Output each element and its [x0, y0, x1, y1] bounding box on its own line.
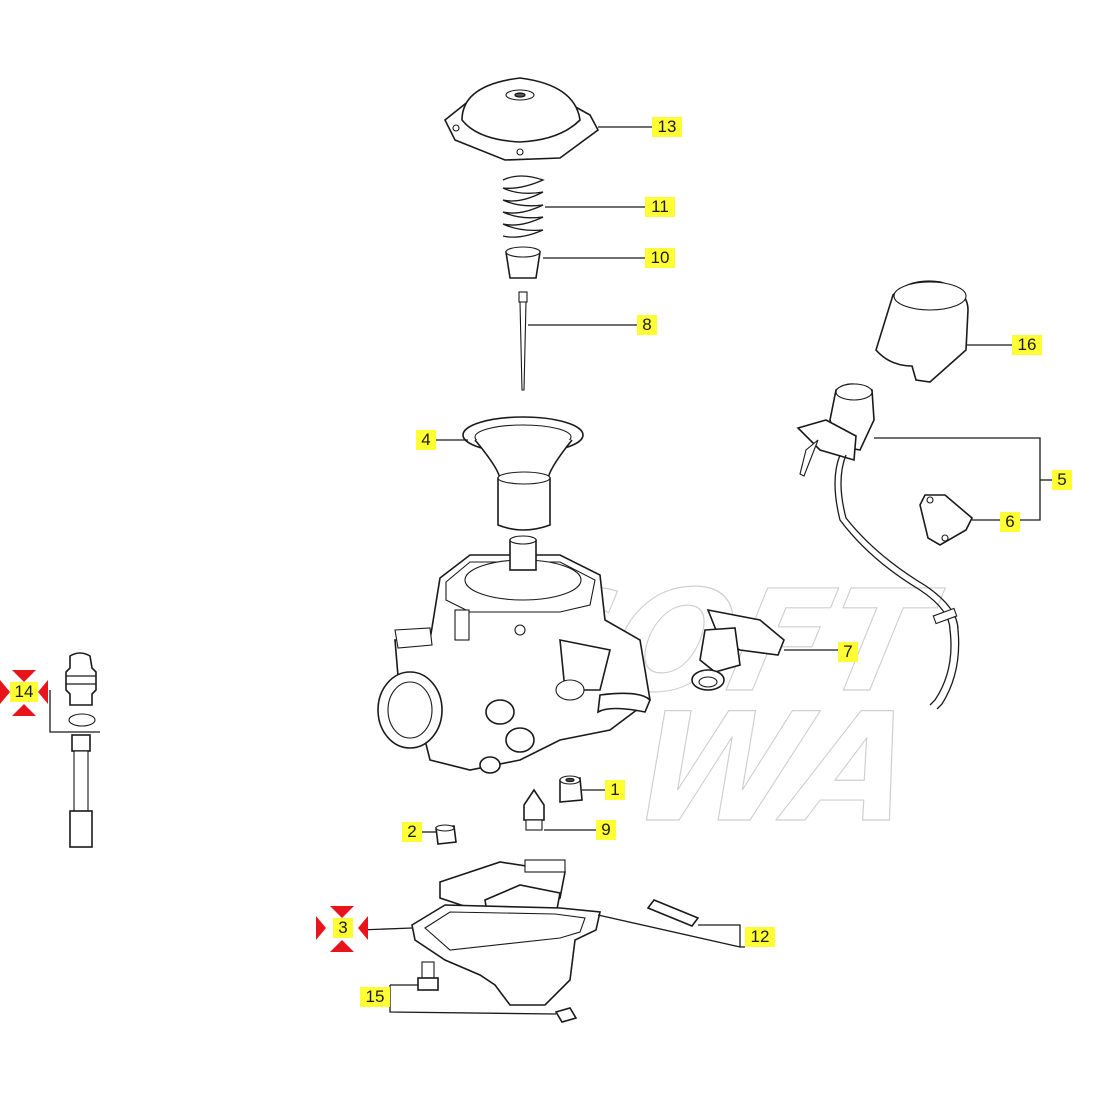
watermark-line-2: WA — [618, 681, 931, 856]
choke-valve-part — [691, 608, 785, 691]
jet-assembly-part — [65, 652, 97, 848]
clamp-plate-part — [919, 494, 973, 546]
enrichener-part — [796, 383, 960, 710]
callout-16: 16 — [1012, 335, 1042, 355]
callout-1: 1 — [605, 780, 625, 800]
callout-11: 11 — [645, 197, 675, 217]
callout-8: 8 — [637, 315, 657, 335]
callout-13: 13 — [652, 117, 682, 137]
callout-15: 15 — [360, 987, 390, 1007]
cap-part — [875, 280, 969, 383]
callout-9: 9 — [596, 820, 616, 840]
screws-part — [417, 961, 578, 1023]
diaphragm-slide-part — [462, 416, 584, 531]
needle-part — [518, 291, 528, 391]
pilot-jet-part — [435, 824, 457, 845]
float-needle-part — [523, 788, 545, 831]
callout-3: 3 — [333, 918, 353, 938]
callout-5: 5 — [1052, 470, 1072, 490]
float-pin-part — [646, 899, 700, 927]
marker-3 — [316, 906, 368, 952]
callout-12: 12 — [745, 927, 775, 947]
callout-6: 6 — [1000, 512, 1020, 532]
main-jet-part — [559, 775, 583, 803]
callout-7: 7 — [838, 642, 858, 662]
callout-10: 10 — [645, 248, 675, 268]
marker-14 — [0, 670, 48, 716]
top-cover-part — [443, 77, 600, 161]
float-bowl-part — [411, 904, 601, 1006]
spring-part — [502, 175, 545, 238]
spring-seat-part — [505, 246, 541, 279]
callout-2: 2 — [402, 822, 422, 842]
carburetor-body-part — [377, 535, 651, 774]
callout-14: 14 — [10, 682, 38, 702]
callout-4: 4 — [416, 430, 436, 450]
